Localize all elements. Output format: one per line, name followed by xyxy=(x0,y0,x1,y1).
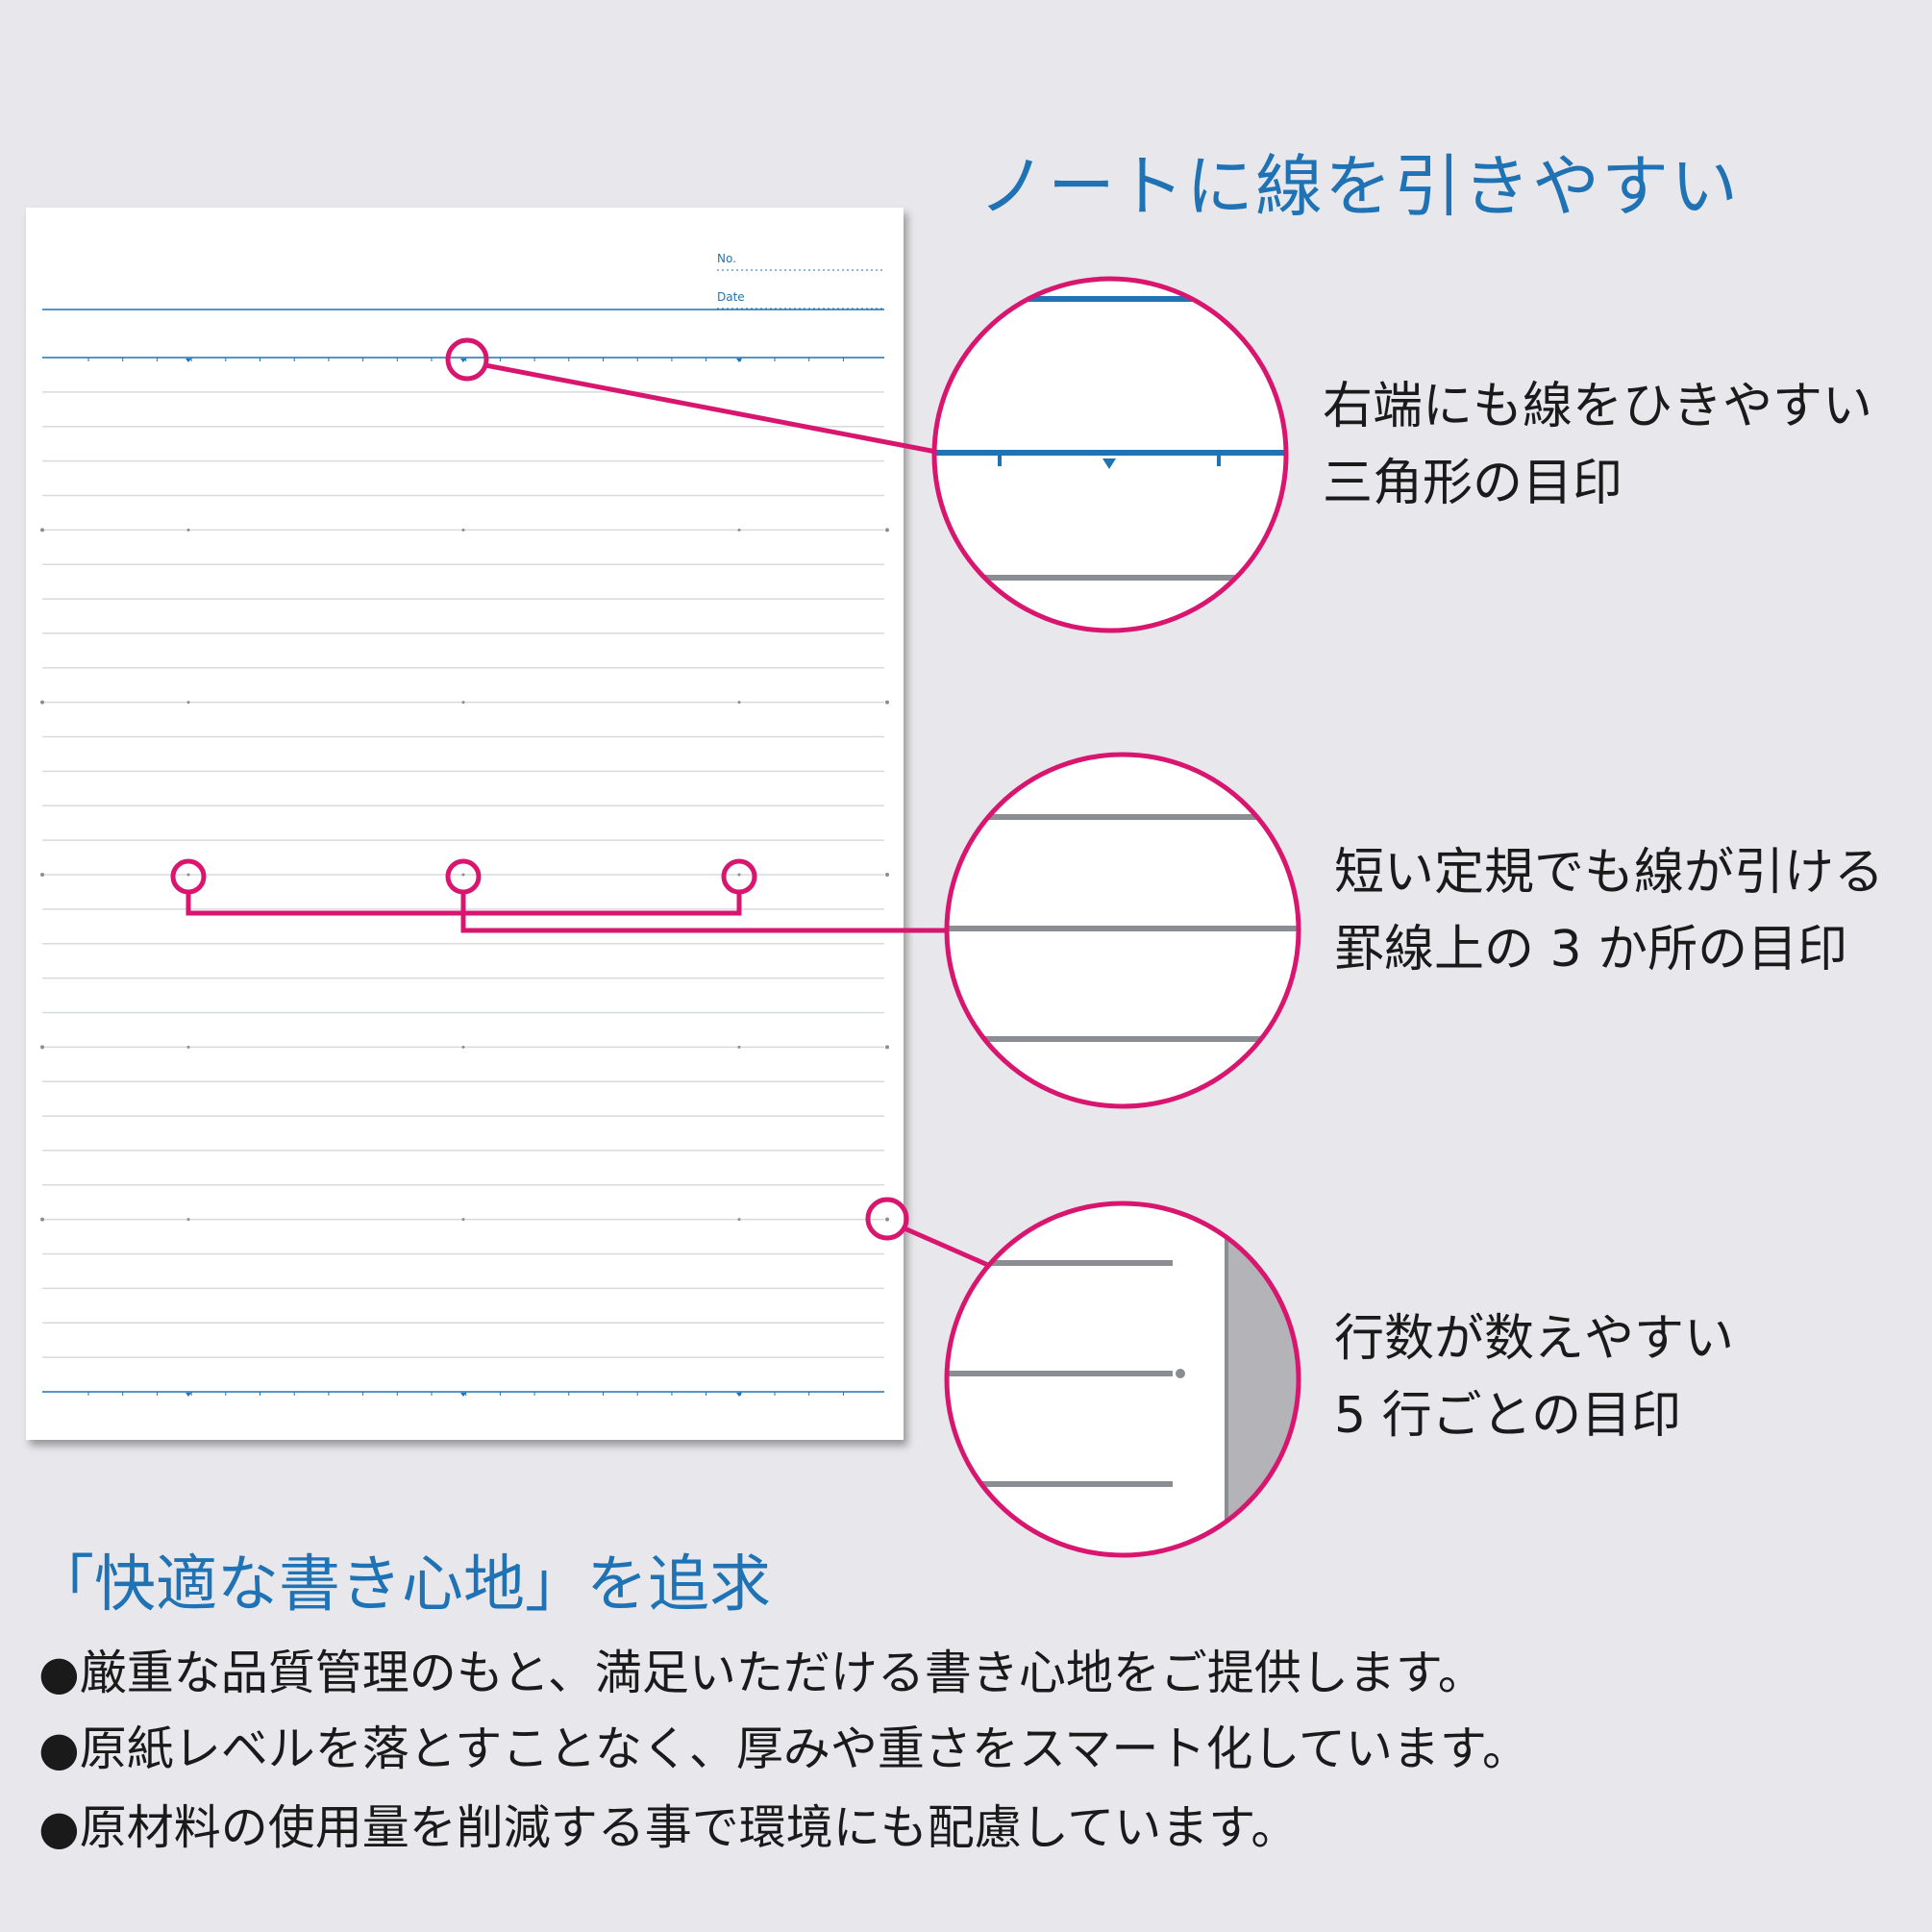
callout-text-three-marks: 短い定規でも線が引ける 罫線上の 3 か所の目印 xyxy=(1334,834,1884,988)
zoom-circle-1 xyxy=(931,276,1289,633)
zoom-circle-2 xyxy=(944,752,1301,1109)
date-label: Date xyxy=(717,290,745,304)
callout-1-line-2: 三角形の目印 xyxy=(1323,455,1623,512)
subheading: 「快適な書き心地」を追求 xyxy=(33,1549,771,1621)
callout-2-line-2: 罫線上の 3 か所の目印 xyxy=(1334,921,1848,978)
leader-line-3 xyxy=(903,1226,992,1269)
callout-3-line-2: 5 行ごとの目印 xyxy=(1334,1387,1682,1445)
feature-bullet: ●原紙レベルを落とすことなく、厚みや重さをスマート化しています。 xyxy=(38,1721,1529,1776)
no-label: No. xyxy=(717,252,736,265)
callout-2-line-1: 短い定規でも線が引ける xyxy=(1334,844,1885,902)
page-heading: ノートに線を引きやすい xyxy=(978,147,1740,226)
feature-bullet: ●厳重な品質管理のもと、満足いただける書き心地をご提供します。 xyxy=(38,1646,1485,1700)
zoom-circle-3 xyxy=(944,1201,1301,1558)
callout-text-right-edge: 右端にも線をひきやすい 三角形の目印 xyxy=(1323,368,1872,522)
callout-3-line-1: 行数が数えやすい xyxy=(1334,1310,1735,1368)
callout-1-line-1: 右端にも線をひきやすい xyxy=(1323,378,1873,435)
callout-text-five-lines: 行数が数えやすい 5 行ごとの目印 xyxy=(1334,1300,1734,1454)
notebook-page xyxy=(26,208,904,1440)
feature-bullet: ●原材料の使用量を削減する事で環境にも配慮しています。 xyxy=(38,1800,1299,1855)
